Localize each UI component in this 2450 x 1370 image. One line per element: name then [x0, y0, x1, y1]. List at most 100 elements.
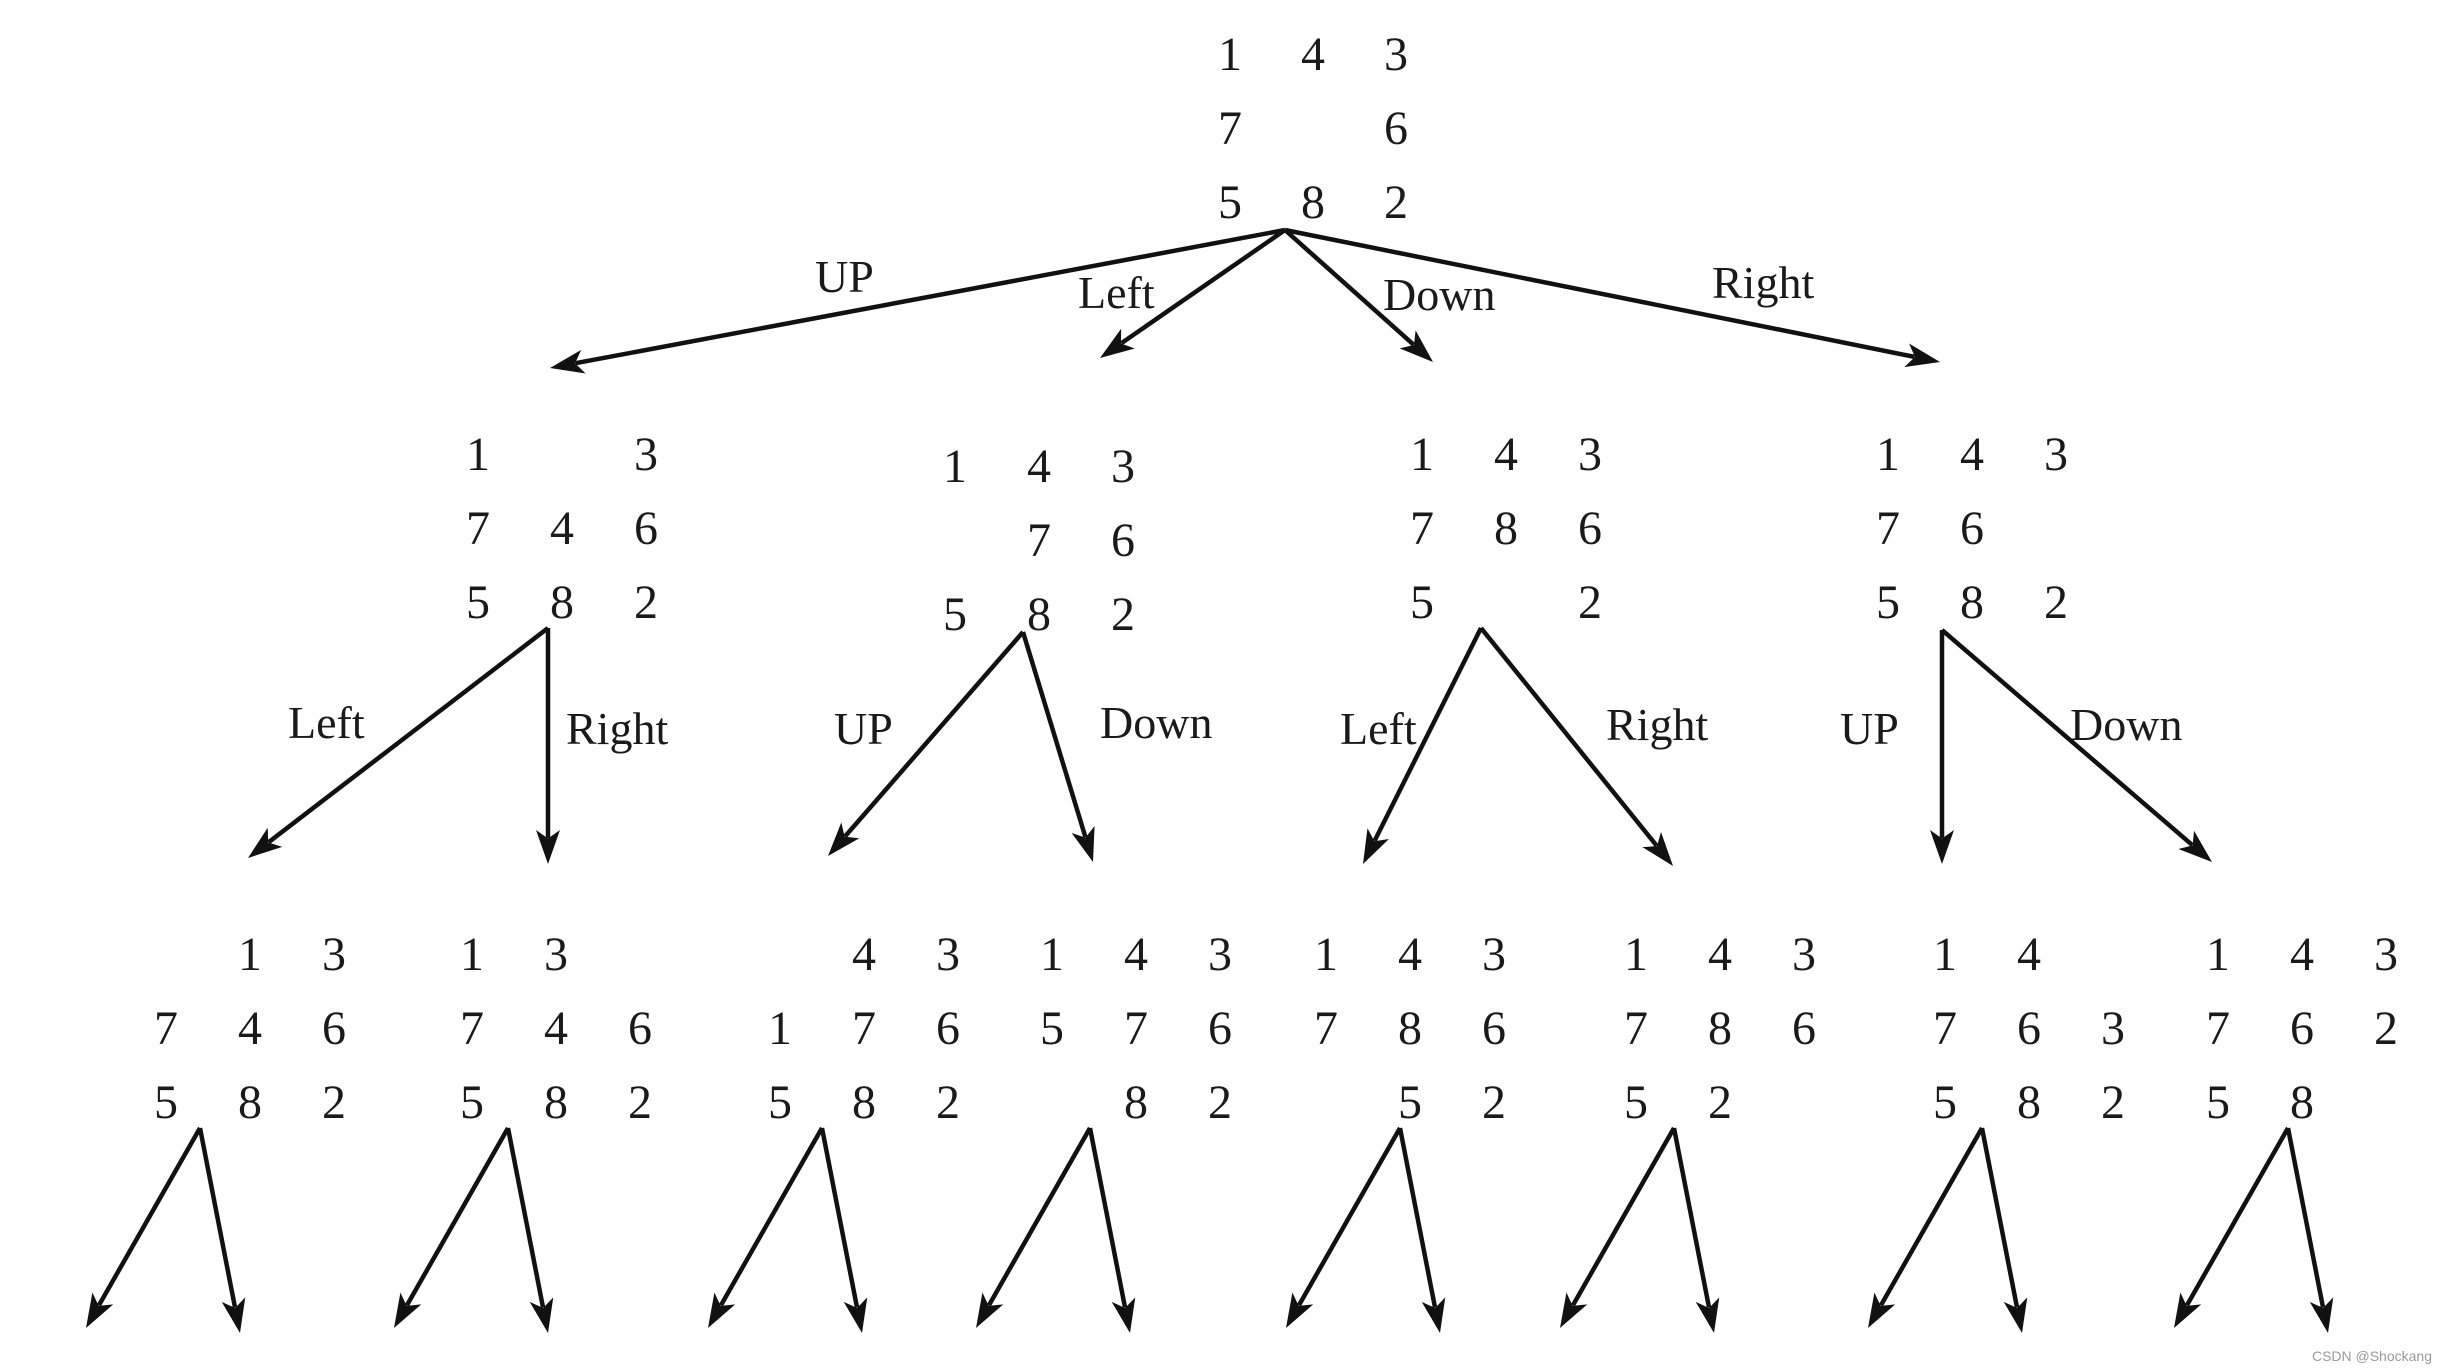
tile-3: 3 — [322, 928, 346, 981]
arrow-head — [843, 1297, 868, 1333]
tile-4: 4 — [238, 1002, 262, 1055]
tile-1: 1 — [460, 928, 484, 981]
tile-6: 6 — [1384, 102, 1408, 155]
arrow-shaft — [505, 1127, 546, 1308]
tile-8: 8 — [544, 1076, 568, 1129]
tile-5: 5 — [466, 576, 490, 629]
arrow-shaft — [1087, 1127, 1128, 1308]
tile-3: 3 — [2374, 928, 2398, 981]
tile-5: 5 — [1040, 1002, 1064, 1055]
edge-l2-1-b — [505, 1127, 554, 1333]
arrow-head — [1363, 828, 1389, 864]
tile-1: 1 — [1410, 428, 1434, 481]
edge-label-left-0: Left — [288, 697, 365, 748]
tile-8: 8 — [1708, 1002, 1732, 1055]
edge-label-right-0: Right — [566, 703, 668, 754]
arrow-shaft — [1979, 1127, 2020, 1308]
edge-label-left-2: Left — [1340, 703, 1417, 754]
arrow-shaft — [1671, 1127, 1712, 1308]
tile-7: 7 — [460, 1002, 484, 1055]
tile-1: 1 — [1314, 928, 1338, 981]
arrow-shaft — [1284, 227, 1915, 360]
arrow-shaft — [96, 1126, 202, 1307]
arrow-shaft — [197, 1127, 238, 1308]
arrow-head — [828, 822, 860, 856]
arrow-head — [1695, 1297, 1720, 1333]
arrow-head — [976, 1292, 1004, 1328]
arrow-shaft — [1397, 1127, 1438, 1308]
tile-6: 6 — [1111, 514, 1135, 567]
edge-label-up-1: UP — [834, 703, 893, 754]
tile-7: 7 — [466, 502, 490, 555]
tile-7: 7 — [1124, 1002, 1148, 1055]
tile-7: 7 — [1624, 1002, 1648, 1055]
arrow-head — [2174, 1292, 2202, 1328]
edge-label-up-3: UP — [1840, 703, 1899, 754]
tile-4: 4 — [1027, 440, 1051, 493]
arrow-head — [2178, 830, 2212, 862]
tile-2: 2 — [2101, 1076, 2125, 1129]
edge-l1-0-a — [248, 626, 550, 858]
edge-l2-5-b — [1671, 1127, 1720, 1333]
edge-label-right-2: Right — [1606, 699, 1708, 750]
arrow-head — [86, 1292, 114, 1328]
edge-label-down-3: Down — [2070, 699, 2182, 750]
arrow-head — [1286, 1292, 1314, 1328]
arrow-head — [550, 349, 586, 374]
tile-3: 3 — [544, 928, 568, 981]
tile-7: 7 — [1410, 502, 1434, 555]
tile-3: 3 — [1208, 928, 1232, 981]
tile-2: 2 — [2044, 576, 2068, 629]
tile-5: 5 — [2206, 1076, 2230, 1129]
tile-4: 4 — [852, 928, 876, 981]
edge-label-down-1: Down — [1100, 697, 1212, 748]
tile-2: 2 — [1708, 1076, 1732, 1129]
tile-1: 1 — [1876, 428, 1900, 481]
tile-8: 8 — [1960, 576, 1984, 629]
tile-6: 6 — [634, 502, 658, 555]
tile-6: 6 — [1792, 1002, 1816, 1055]
tile-1: 1 — [768, 1002, 792, 1055]
tile-5: 5 — [943, 588, 967, 641]
edge-l2-5-a — [1560, 1126, 1676, 1328]
arrow-shaft — [718, 1126, 824, 1307]
tile-4: 4 — [1960, 428, 1984, 481]
tile-8: 8 — [1027, 588, 1051, 641]
tile-2: 2 — [936, 1076, 960, 1129]
tile-1: 1 — [1040, 928, 1064, 981]
edge-l2-2-b — [819, 1127, 868, 1333]
tile-1: 1 — [1624, 928, 1648, 981]
tile-1: 1 — [1933, 928, 1957, 981]
arrow-head — [221, 1297, 246, 1333]
tile-6: 6 — [322, 1002, 346, 1055]
tile-6: 6 — [2017, 1002, 2041, 1055]
edge-l2-3-a — [976, 1126, 1092, 1328]
tile-1: 1 — [1218, 28, 1242, 81]
arrow-head — [1399, 330, 1433, 362]
tile-8: 8 — [550, 576, 574, 629]
arrow-shaft — [2285, 1127, 2326, 1308]
tile-6: 6 — [1960, 502, 1984, 555]
watermark: CSDN @Shockang — [2311, 1348, 2432, 1364]
tile-3: 3 — [634, 428, 658, 481]
tile-3: 3 — [936, 928, 960, 981]
tile-7: 7 — [1933, 1002, 1957, 1055]
tile-8: 8 — [1494, 502, 1518, 555]
edge-l2-0-b — [197, 1127, 246, 1333]
tile-8: 8 — [238, 1076, 262, 1129]
edge-l2-6-b — [1979, 1127, 2028, 1333]
tile-8: 8 — [1398, 1002, 1422, 1055]
arrow-head — [1904, 343, 1940, 368]
arrow-head — [2309, 1297, 2334, 1333]
edge-l1-1-a — [828, 630, 1025, 856]
arrow-head — [1930, 830, 1954, 864]
